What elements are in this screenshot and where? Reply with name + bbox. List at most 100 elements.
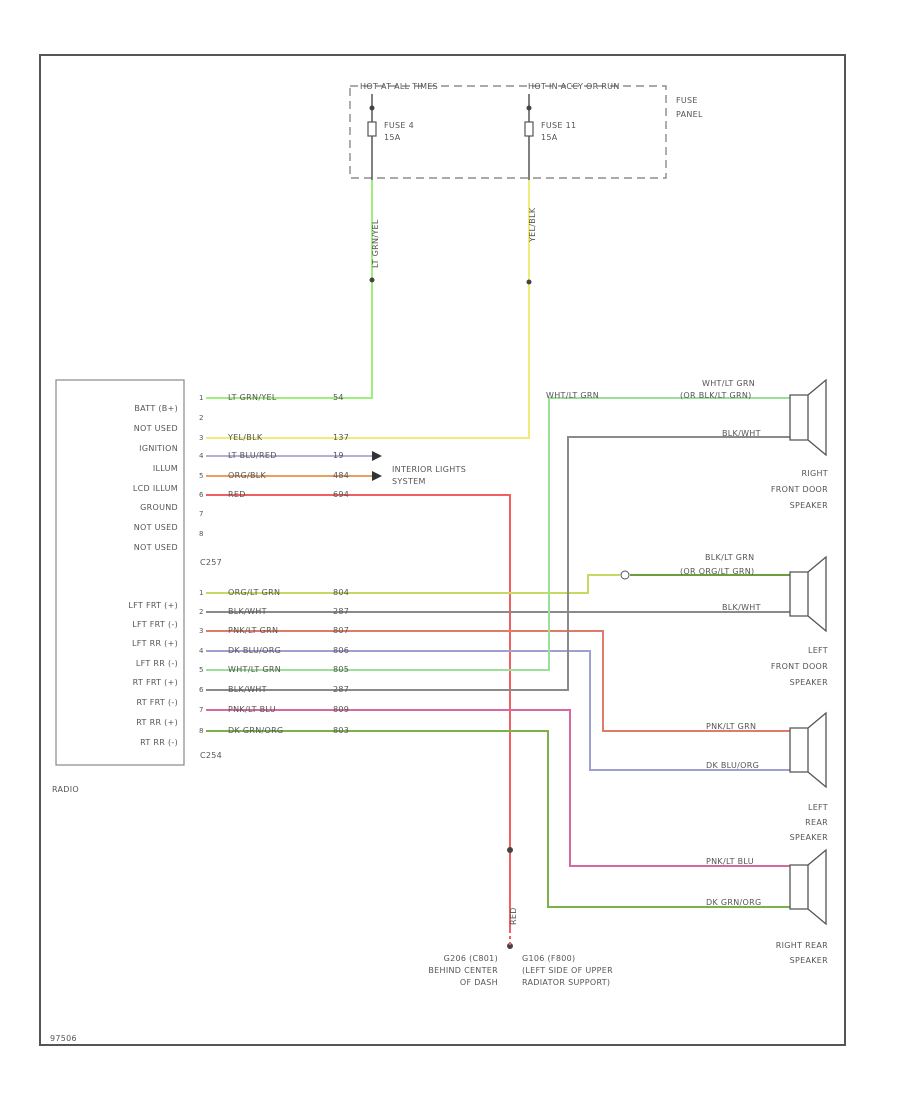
wire-blk-wht-rf — [206, 436, 790, 691]
fuse-4-label: FUSE 4 — [384, 121, 414, 130]
arrow-interior-1 — [372, 451, 382, 461]
circuit-label-l8: 803 — [333, 726, 349, 735]
connector-c257-label: C257 — [200, 558, 222, 567]
diagram-frame — [39, 54, 846, 1046]
rf-name-1: RIGHT — [801, 469, 828, 478]
lr-wire-bottom: DK BLU/ORG — [706, 761, 759, 770]
wire-yel-blk — [206, 180, 530, 439]
c254-pin-5: 5 — [199, 666, 203, 674]
radio-pin-upper-6: GROUND — [140, 503, 178, 512]
radio-pin-upper-4: ILLUM — [153, 464, 178, 473]
fuse-4-symbol — [367, 121, 377, 137]
circuit-label-l4: 806 — [333, 646, 349, 655]
circuit-label-l5: 805 — [333, 665, 349, 674]
radio-pin-lower-8: RT RR (-) — [140, 738, 178, 747]
circuit-label-l1: 804 — [333, 588, 349, 597]
radio-label: RADIO — [52, 785, 79, 794]
right-front-speaker: WHT/LT GRN WHT/LT GRN (OR BLK/LT GRN) BL… — [546, 378, 829, 510]
fuse-11-label: FUSE 11 — [541, 121, 576, 130]
radio-pin-lower-7: RT RR (+) — [136, 718, 178, 727]
rf-name-3: SPEAKER — [790, 501, 829, 510]
speaker-icon-lf — [789, 555, 827, 633]
wire-label-l1: ORG/LT GRN — [228, 588, 280, 597]
fuse-panel-label-2: PANEL — [676, 110, 703, 119]
wire-red-ground — [206, 494, 511, 930]
wire-label-fuse4: LT GRN/YEL — [371, 219, 380, 268]
rr-wire-bottom: DK GRN/ORG — [706, 898, 761, 907]
lf-wire-splice — [620, 570, 630, 580]
wire-label-u4: LT BLU/RED — [228, 451, 277, 460]
lf-name-2: FRONT DOOR — [771, 662, 828, 671]
wire-pnk-lt-grn — [206, 630, 790, 732]
rf-name-2: FRONT DOOR — [771, 485, 828, 494]
c254-pin-8: 8 — [199, 727, 203, 735]
fuse-11-symbol — [524, 121, 534, 137]
radio-pin-upper-1: BATT (B+) — [134, 404, 178, 413]
circuit-label-u1: 54 — [333, 393, 344, 402]
lr-wire-top: PNK/LT GRN — [706, 722, 756, 731]
c257-pin-5: 5 — [199, 472, 203, 480]
radio-box — [55, 379, 185, 766]
radio-pin-lower-2: LFT FRT (-) — [132, 620, 178, 629]
left-front-speaker: BLK/LT GRN (OR ORG/LT GRN) BLK/WHT LEFT … — [680, 553, 828, 687]
c257-pin-numbers: 1 2 3 4 5 6 7 8 — [199, 394, 204, 538]
wire-label-u1: LT GRN/YEL — [228, 393, 277, 402]
speaker-icon-lr — [789, 711, 827, 789]
wire-label-l7: PNK/LT BLU — [228, 705, 276, 714]
lf-wire-bottom: BLK/WHT — [722, 603, 761, 612]
speaker-icon-rr — [789, 848, 827, 926]
fuse-11-amps: 15A — [541, 133, 558, 142]
lf-name-3: SPEAKER — [790, 678, 829, 687]
right-rear-speaker: PNK/LT BLU DK GRN/ORG RIGHT REAR SPEAKER — [706, 848, 829, 965]
splice-note-2: BEHIND CENTER — [428, 966, 498, 975]
rf-wire-top-2: (OR BLK/LT GRN) — [680, 391, 752, 400]
circuit-label-u3: 137 — [333, 433, 349, 442]
ground-note-3: RADIATOR SUPPORT) — [522, 978, 610, 987]
lr-name-2: REAR — [805, 818, 828, 827]
wire-label-l8: DK GRN/ORG — [228, 726, 283, 735]
rf-wire-bottom: BLK/WHT — [722, 429, 761, 438]
interior-lights-label-2: SYSTEM — [392, 477, 426, 486]
lf-wire-top-1: BLK/LT GRN — [705, 553, 754, 562]
rr-wire-top: PNK/LT BLU — [706, 857, 754, 866]
c254-pin-3: 3 — [199, 627, 203, 635]
fuse-panel-outline — [349, 85, 667, 179]
wire-label-u5: ORG/BLK — [228, 471, 266, 480]
circuit-label-u4: 19 — [333, 451, 344, 460]
wire-label-l6: BLK/WHT — [228, 685, 267, 694]
rf-harness-label: WHT/LT GRN — [546, 391, 599, 400]
fuse-11-dot — [526, 105, 532, 111]
lr-name-1: LEFT — [808, 803, 828, 812]
splice-note-1: G206 (C801) — [444, 954, 498, 963]
wire-org-lt-grn — [206, 574, 620, 594]
fuse-4-dot — [369, 105, 375, 111]
splice-note-3: OF DASH — [460, 978, 498, 987]
radio-pin-lower-4: LFT RR (-) — [136, 659, 178, 668]
circuit-label-l7: 809 — [333, 705, 349, 714]
radio-pin-lower-5: RT FRT (+) — [133, 678, 178, 687]
wire-label-l3: PNK/LT GRN — [228, 626, 278, 635]
lr-name-3: SPEAKER — [790, 833, 829, 842]
ground-notes: G206 (C801) BEHIND CENTER OF DASH G106 (… — [428, 954, 612, 987]
left-rear-speaker: PNK/LT GRN DK BLU/ORG LEFT REAR SPEAKER — [706, 711, 829, 842]
hot-in-run-label: HOT IN ACCY OR RUN — [528, 82, 620, 91]
c257-pin-6: 6 — [199, 491, 204, 499]
c254-pin-1: 1 — [199, 589, 203, 597]
wire-dk-grn-org — [206, 730, 790, 908]
c254-pin-2: 2 — [199, 608, 203, 616]
wire-label-u3: YEL/BLK — [227, 433, 263, 442]
rr-name-2: SPEAKER — [790, 956, 829, 965]
radio-pin-upper-2: NOT USED — [134, 424, 178, 433]
arrow-interior-2 — [372, 471, 382, 481]
wire-label-l4: DK BLU/ORG — [228, 646, 281, 655]
wire-label-u6: RED — [228, 490, 246, 499]
splice-dot-fuse4 — [369, 277, 375, 283]
radio-pin-upper-3: IGNITION — [139, 444, 178, 453]
rr-name-1: RIGHT REAR — [776, 941, 828, 950]
fuse-panel: HOT AT ALL TIMES HOT IN ACCY OR RUN FUSE… — [349, 82, 703, 180]
wire-label-l2: BLK/WHT — [228, 607, 267, 616]
c257-pin-4: 4 — [199, 452, 204, 460]
ground-wire-label: RED — [509, 907, 518, 925]
ground-splice-dot — [507, 847, 513, 853]
radio-pin-upper-7: NOT USED — [134, 523, 178, 532]
